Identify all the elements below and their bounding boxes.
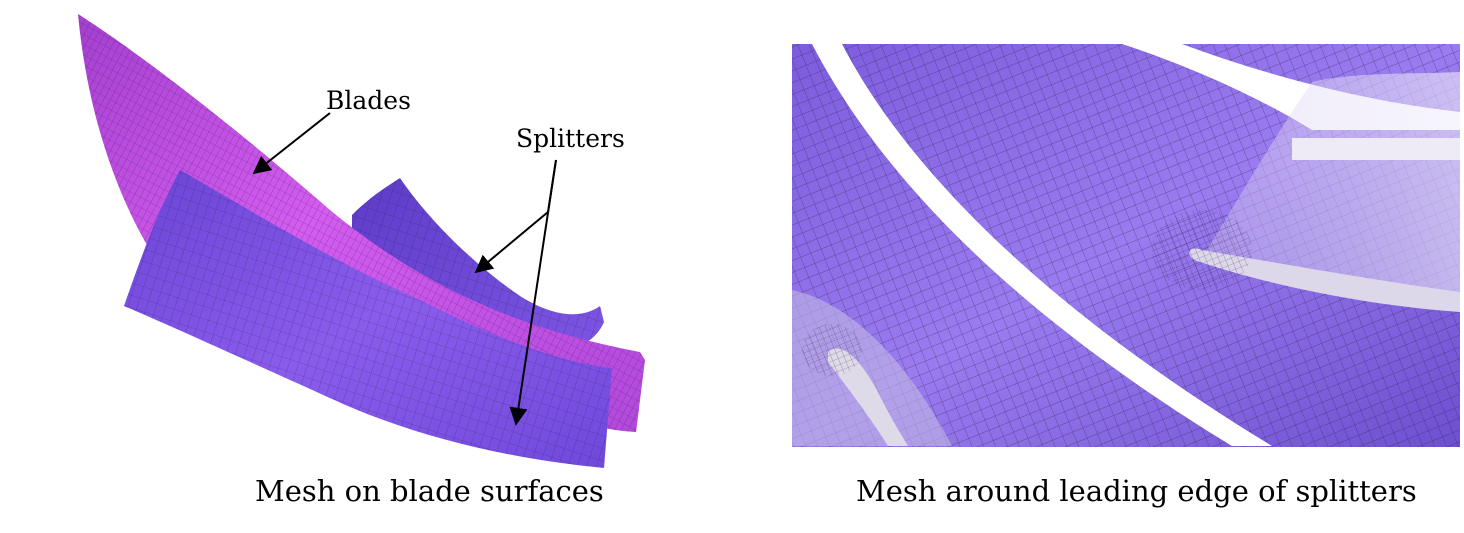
splitter-lower-region <box>792 290 952 446</box>
splitters-label: Splitters <box>516 124 625 153</box>
blades-arrow <box>252 112 331 175</box>
left-panel-blade-mesh: Blades Splitters Mesh on blade surfaces <box>78 14 645 508</box>
right-panel-splitter-leading-edge: Mesh around leading edge of splitters <box>732 0 1464 533</box>
blade-gap-outer <box>812 44 1272 446</box>
front-splitter-surface <box>124 170 612 468</box>
left-caption: Mesh on blade surfaces <box>255 474 604 508</box>
splitter-upper-region <box>1189 72 1460 312</box>
blade-mesh-illustration <box>78 14 645 468</box>
leading-edge-mesh-illustration <box>792 44 1460 447</box>
main-blade-surface <box>78 14 645 432</box>
right-caption: Mesh around leading edge of splitters <box>856 474 1417 508</box>
splitters-arrow-join <box>547 159 557 213</box>
blades-label: Blades <box>326 86 411 115</box>
splitters-arrow-back <box>474 211 549 274</box>
